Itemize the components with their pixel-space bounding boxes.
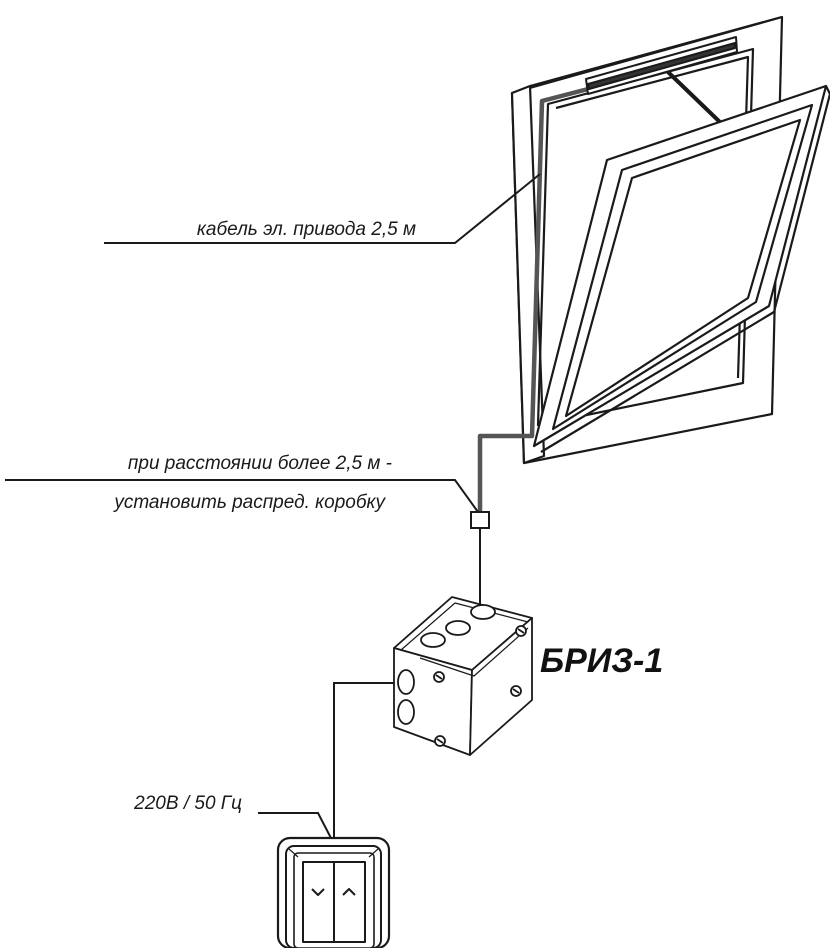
distance-label-line1: при расстоянии более 2,5 м - bbox=[128, 453, 392, 474]
leader-lines bbox=[5, 173, 541, 841]
cable-label: кабель эл. привода 2,5 м bbox=[197, 219, 416, 240]
device-name: БРИЗ-1 bbox=[540, 642, 663, 680]
switch-up-arrow-icon bbox=[342, 888, 356, 896]
distribution-box bbox=[470, 511, 490, 529]
wires bbox=[333, 528, 481, 850]
control-box-briz bbox=[393, 596, 533, 756]
drive-cable bbox=[477, 85, 595, 515]
switch-down-arrow-icon bbox=[311, 888, 325, 896]
power-label: 220В / 50 Гц bbox=[133, 793, 242, 814]
window-sash bbox=[532, 84, 830, 453]
switch-key-left bbox=[302, 861, 335, 943]
wall-switch bbox=[276, 836, 391, 948]
switch-key-right bbox=[333, 861, 366, 943]
distance-label-line2: установить распред. коробку bbox=[112, 492, 386, 513]
